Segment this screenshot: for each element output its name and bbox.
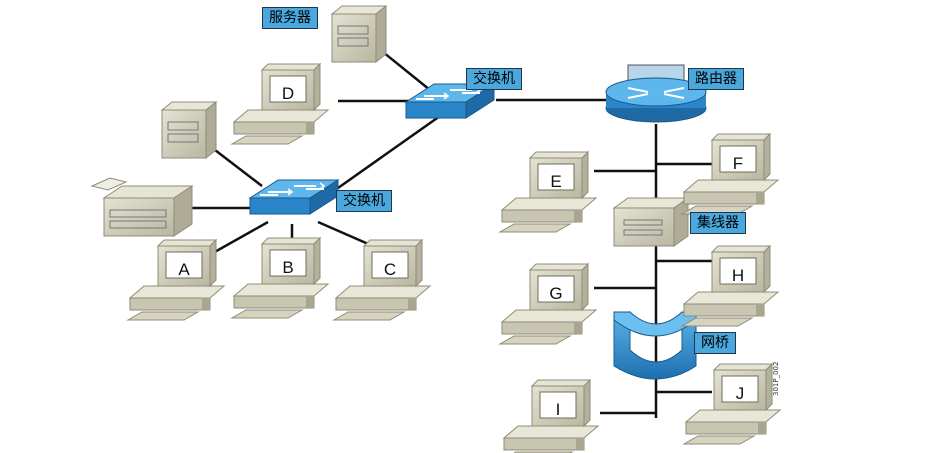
server-icon [161,101,217,159]
link-server2-switch [214,149,263,187]
printer-icon [90,177,194,237]
link-server-switch [377,47,431,91]
pc-label-c: C [384,260,396,279]
pc-B: B [231,237,329,319]
pc-label-b: B [282,258,293,277]
switch-icon-left [249,179,339,215]
pc-H: H [681,245,779,327]
pc-label-a: A [178,260,190,279]
pc-label-d: D [282,84,294,103]
label-server: 服务器 [262,7,318,29]
pc-F: F [681,133,779,215]
label-switch-top: 交换机 [466,68,522,90]
pc-label-j: J [736,384,745,403]
pc-label-e: E [550,172,561,191]
label-bridge: 网桥 [694,332,736,354]
label-hub: 集线器 [690,212,746,234]
pc-G: G [499,263,597,345]
pc-label-f: F [733,154,743,173]
figure-code: 301P_002 [772,361,780,396]
pc-D: D [231,63,329,145]
pc-label-i: I [556,400,561,419]
pc-C: C [333,239,431,321]
hub-icon [612,197,690,247]
link-switch-switch [337,114,441,190]
label-switch-left: 交换机 [336,190,392,212]
pc-label-g: G [549,284,562,303]
pc-J: J [683,363,781,445]
pc-A: A [127,239,225,321]
server-icon [331,5,387,63]
router-icon [605,64,707,123]
pc-label-h: H [732,266,744,285]
pc-I: I [501,379,599,453]
label-router: 路由器 [688,68,744,90]
pc-E: E [499,151,597,233]
